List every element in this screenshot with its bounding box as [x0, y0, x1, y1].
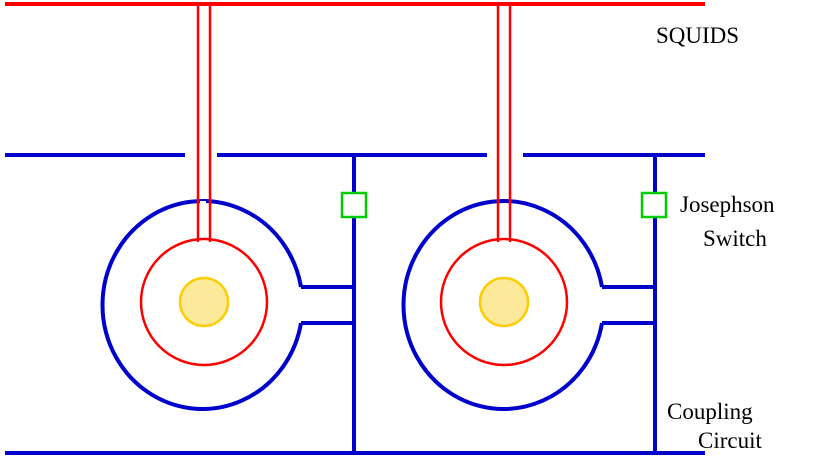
josephson-switch-2	[640, 191, 668, 219]
label-switch-line1: Josephson	[680, 192, 775, 217]
label-coupling-line2: Circuit	[698, 428, 762, 453]
squid-cell-1	[100, 4, 368, 453]
squid-loop-2	[439, 237, 569, 367]
squid-loop-1	[139, 237, 269, 367]
label-squids: SQUIDS	[656, 23, 739, 48]
core-disc-1	[178, 276, 230, 328]
squid-cell-2	[401, 4, 668, 453]
josephson-switch-1	[340, 191, 368, 219]
coupling-ring-2	[401, 199, 604, 411]
coupling-ring-1	[100, 199, 303, 411]
label-coupling-line1: Coupling	[667, 399, 753, 424]
core-disc-2	[478, 276, 530, 328]
label-switch-line2: Switch	[703, 226, 767, 251]
